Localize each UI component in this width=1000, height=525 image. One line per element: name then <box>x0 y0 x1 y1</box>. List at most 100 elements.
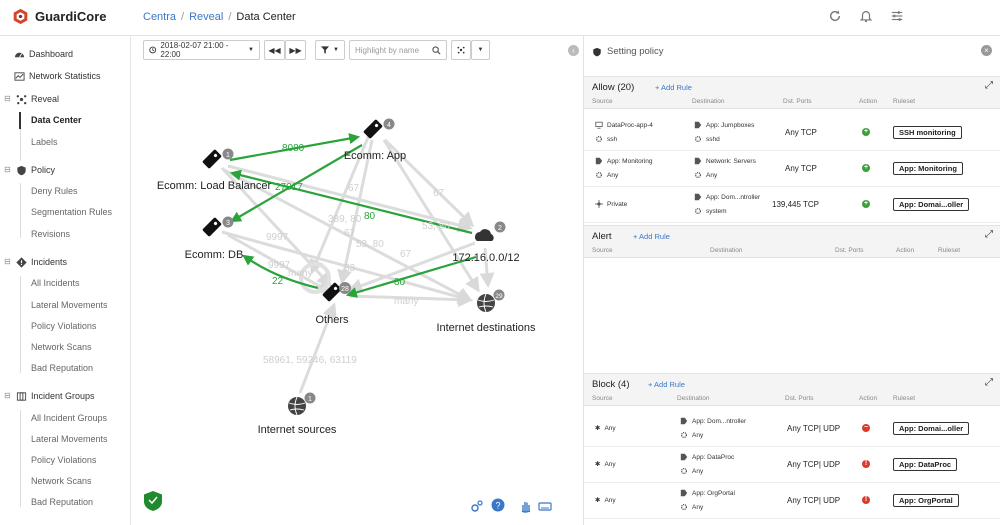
rule-ports: Any TCP| UDP <box>787 424 841 433</box>
sidebar-item-group-policy-violations[interactable]: Policy Violations <box>0 451 131 469</box>
column-header: Destination <box>677 395 710 402</box>
refresh-icon[interactable] <box>828 9 842 23</box>
edge <box>337 139 374 285</box>
hand-pan-icon[interactable] <box>519 499 533 513</box>
sidebar-item-dashboard[interactable]: Dashboard <box>0 45 131 63</box>
block-rule-row[interactable]: ✱Any App: OrgPortal Any Any TCP| UDP ! A… <box>584 483 1000 519</box>
step-back-button[interactable]: ◀◀ <box>264 40 285 60</box>
rule-destination-process-name: Any <box>692 467 704 475</box>
rule-source-name: Any <box>604 460 616 468</box>
node-ecomm-app[interactable]: 4 Ecomm: App <box>344 118 406 163</box>
collapse-toggle-icon[interactable]: ⊟ <box>4 165 11 174</box>
node-badge-count: 4 <box>387 122 391 129</box>
alert-section-title: Alert <box>592 231 612 242</box>
filter-button[interactable]: ▼ <box>315 40 345 60</box>
collapse-toggle-icon[interactable]: ⊟ <box>4 94 11 103</box>
ruleset-badge[interactable]: App: Domai...oller <box>893 422 970 435</box>
allow-rule-row[interactable]: App: Monitoring Any Network: Servers Any… <box>584 151 1000 187</box>
node-others[interactable]: 28 Others <box>315 282 351 326</box>
sidebar-item-all-incidents[interactable]: All Incidents <box>0 274 131 292</box>
sidebar-item-labels[interactable]: Labels <box>0 133 131 151</box>
node-private-network[interactable]: 2 172.16.0.0/12 <box>452 221 520 265</box>
block-rule-row[interactable]: ✱Any App: Dom...ntroller Any Any TCP| UD… <box>584 411 1000 447</box>
layout-dropdown-button[interactable]: ▼ <box>471 40 490 60</box>
breadcrumb-reveal[interactable]: Reveal <box>189 11 224 23</box>
expand-icon[interactable]: ⤢ <box>985 80 993 91</box>
time-range-picker[interactable]: 2018-02-07 21:00 - 22:00 ▼ <box>143 40 260 60</box>
collapse-panel-button[interactable]: ‹ <box>568 45 579 56</box>
sidebar-item-data-center[interactable]: Data Center <box>0 111 131 129</box>
node-badge <box>222 148 234 160</box>
edge-label: 9997 <box>268 260 291 271</box>
sidebar-item-network-scans[interactable]: Network Scans <box>0 338 131 356</box>
sidebar-item-lateral-movements[interactable]: Lateral Movements <box>0 296 131 314</box>
highlight-search-input[interactable]: Highlight by name <box>349 40 447 60</box>
graph-settings-icon[interactable] <box>470 499 484 513</box>
close-panel-button[interactable]: × <box>981 45 992 56</box>
chevron-down-icon: ▼ <box>477 47 484 53</box>
gear-icon <box>680 467 688 475</box>
sidebar-item-incidents[interactable]: ⊟ Incidents <box>0 253 131 271</box>
node-internet-sources[interactable]: 1 Internet sources <box>258 392 337 437</box>
node-badge-count: 3 <box>226 220 230 227</box>
help-icon[interactable]: ? <box>491 498 505 512</box>
sidebar-item-network-statistics[interactable]: Network Statistics <box>0 67 131 85</box>
settings-sliders-icon[interactable] <box>890 9 904 23</box>
network-graph[interactable]: 67 67 9997 9997 389, 80 67 53, 80 67 53 … <box>131 60 565 525</box>
breadcrumb-centra[interactable]: Centra <box>143 11 177 23</box>
add-block-rule-link[interactable]: + Add Rule <box>648 380 685 389</box>
column-header: Destination <box>692 98 725 105</box>
sidebar-item-group-bad-reputation[interactable]: Bad Reputation <box>0 493 131 511</box>
rule-destination-process: Any <box>694 171 717 179</box>
node-label: 172.16.0.0/12 <box>452 252 519 264</box>
top-bar: GuardiCore Centra / Reveal / Data Center <box>0 0 1000 36</box>
step-forward-button[interactable]: ▶▶ <box>285 40 306 60</box>
sidebar-item-policy[interactable]: ⊟ Policy <box>0 161 131 179</box>
sidebar-item-group-network-scans[interactable]: Network Scans <box>0 472 131 490</box>
tag-icon <box>322 282 342 302</box>
sidebar-item-incident-groups[interactable]: ⊟ Incident Groups <box>0 387 131 405</box>
sidebar-item-all-incident-groups[interactable]: All Incident Groups <box>0 409 131 427</box>
app-logo[interactable]: GuardiCore <box>12 8 107 25</box>
add-alert-rule-link[interactable]: + Add Rule <box>633 232 670 241</box>
sidebar-item-label: Policy Violations <box>31 455 97 465</box>
sidebar-item-revisions[interactable]: Revisions <box>0 225 131 243</box>
tag-small-icon <box>694 121 702 129</box>
sidebar-item-policy-violations[interactable]: Policy Violations <box>0 317 131 335</box>
sidebar-item-bad-reputation[interactable]: Bad Reputation <box>0 359 131 377</box>
edge <box>383 138 475 228</box>
ruleset-badge[interactable]: SSH monitoring <box>893 126 962 139</box>
column-header: Source <box>592 395 613 402</box>
collapse-toggle-icon[interactable]: ⊟ <box>4 257 11 266</box>
sidebar-item-reveal[interactable]: ⊟ Reveal <box>0 90 131 108</box>
ruleset-badge[interactable]: App: Monitoring <box>893 162 963 175</box>
node-load-balancer[interactable]: 1 Ecomm: Load Balancer <box>157 148 272 193</box>
expand-icon[interactable]: ⤢ <box>985 229 993 240</box>
collapse-toggle-icon[interactable]: ⊟ <box>4 391 11 400</box>
layout-button[interactable] <box>451 40 471 60</box>
ruleset-badge[interactable]: App: Domai...oller <box>893 198 970 211</box>
column-header: Source <box>592 98 613 105</box>
expand-icon[interactable]: ⤢ <box>985 377 993 388</box>
rule-destination-process: sshd <box>694 135 720 143</box>
allow-rule-row[interactable]: Private App: Dom...ntroller system 139,4… <box>584 187 1000 223</box>
rule-destination: App: Dom...ntroller <box>694 193 760 201</box>
ruleset-badge[interactable]: App: OrgPortal <box>893 494 959 507</box>
sidebar-item-label: Segmentation Rules <box>31 207 113 217</box>
sidebar-item-group-lateral-movements[interactable]: Lateral Movements <box>0 430 131 448</box>
node-internet-destinations[interactable]: 29 Internet destinations <box>436 289 536 335</box>
node-ecomm-db[interactable]: 3 Ecomm: DB <box>185 216 244 262</box>
sidebar-item-label: Network Statistics <box>29 71 101 81</box>
allow-rule-row[interactable]: DataProc-app-4 ssh App: Jumpboxes sshd A… <box>584 115 1000 151</box>
bell-icon[interactable] <box>859 9 873 23</box>
add-allow-rule-link[interactable]: + Add Rule <box>655 83 692 92</box>
block-rule-row[interactable]: ✱Any App: DataProc Any Any TCP| UDP ! Ap… <box>584 447 1000 483</box>
sidebar-guide <box>20 410 21 507</box>
column-header: Source <box>592 247 613 254</box>
edge <box>223 168 473 302</box>
keyboard-icon[interactable] <box>538 499 552 513</box>
sidebar-item-deny-rules[interactable]: Deny Rules <box>0 182 131 200</box>
ruleset-badge[interactable]: App: DataProc <box>893 458 958 471</box>
sidebar-item-segmentation-rules[interactable]: Segmentation Rules <box>0 203 131 221</box>
rule-destination-process-name: Any <box>692 503 704 511</box>
